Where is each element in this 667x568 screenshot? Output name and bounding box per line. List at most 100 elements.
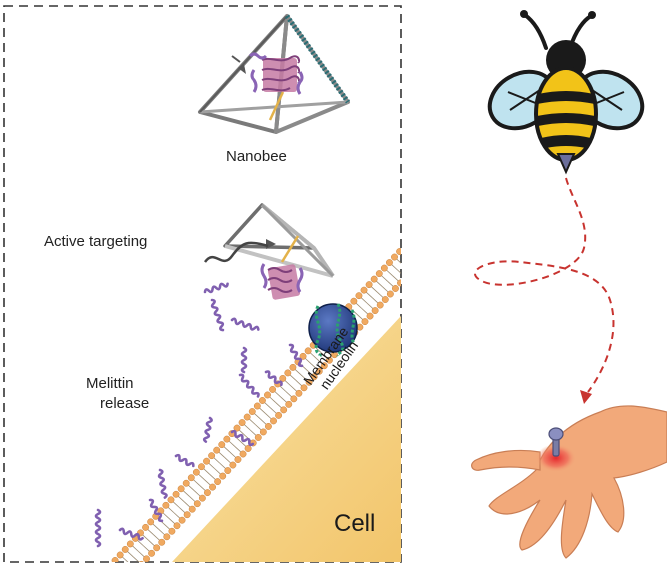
lipid-head xyxy=(325,356,333,364)
lipid-tail xyxy=(153,534,160,541)
lipid-tail xyxy=(163,523,170,530)
lipid-tail xyxy=(259,407,266,414)
lipid-tail xyxy=(366,302,374,309)
lipid-tail xyxy=(167,507,175,514)
melittin-cargo xyxy=(248,52,304,121)
hand-icon xyxy=(471,405,667,559)
lipid-head xyxy=(280,406,288,414)
label-release: release xyxy=(100,395,150,412)
lipid-tail xyxy=(238,429,246,436)
lipid-tail xyxy=(403,264,409,269)
lipid-tail xyxy=(310,363,318,370)
lipid-head xyxy=(203,457,210,465)
lipid-tail xyxy=(289,374,297,381)
label-nanobee: Nanobee xyxy=(226,148,287,165)
melittin-icon xyxy=(148,498,164,523)
lipid-head xyxy=(275,411,283,419)
melittin-icon xyxy=(157,468,168,499)
lipid-tail xyxy=(295,380,303,387)
lipid-tail xyxy=(294,369,302,376)
lipid-head xyxy=(299,352,307,360)
lipid-tail xyxy=(127,551,134,558)
lipid-head xyxy=(371,307,379,315)
lipid-head xyxy=(376,301,384,309)
melittin-icon xyxy=(230,317,260,331)
lipid-tail xyxy=(213,457,220,464)
lipid-tail xyxy=(208,462,215,469)
lipid-head xyxy=(254,434,262,441)
lipid-tail xyxy=(274,391,281,398)
lipid-head xyxy=(350,297,358,305)
lipid-head xyxy=(361,318,369,326)
lipid-tail xyxy=(376,291,384,298)
lipid-tail xyxy=(193,479,200,486)
lipid-head xyxy=(269,386,277,393)
lipid-tail xyxy=(371,297,379,304)
cell-body xyxy=(172,316,401,562)
lipid-tail xyxy=(396,258,401,264)
lipid-tail xyxy=(315,357,323,365)
flight-arrowhead xyxy=(580,390,592,404)
lipid-tail xyxy=(265,413,272,420)
lipid-tail xyxy=(223,446,231,453)
lipid-head xyxy=(320,362,328,370)
lipid-tail xyxy=(275,402,282,409)
lipid-head xyxy=(366,312,374,320)
lipid-tail xyxy=(203,468,210,475)
lipid-tail xyxy=(183,490,190,497)
melittin-icon xyxy=(240,346,248,374)
lipid-head xyxy=(305,378,313,386)
lipid-head xyxy=(178,516,186,524)
lipid-tail xyxy=(310,352,317,359)
lipid-head xyxy=(213,446,221,454)
melittin-icon xyxy=(264,370,283,387)
lipid-head xyxy=(392,285,399,292)
lipid-tail xyxy=(365,291,373,298)
lipid-tail xyxy=(305,369,313,376)
lipid-tail xyxy=(392,275,399,282)
lipid-head xyxy=(264,422,272,430)
lipid-head xyxy=(370,275,378,283)
lipid-tail xyxy=(138,551,145,558)
lipid-head xyxy=(360,286,368,294)
lipid-head xyxy=(315,367,323,375)
lipid-tail xyxy=(244,424,251,431)
lipid-head xyxy=(407,269,413,275)
lipid-tail xyxy=(228,440,236,447)
lipid-tail xyxy=(360,297,368,304)
lipid-head xyxy=(204,489,211,497)
lipid-tail xyxy=(285,391,292,398)
lipid-tail xyxy=(249,418,256,425)
lipid-head xyxy=(163,533,171,541)
lipid-head xyxy=(279,374,287,382)
lipid-tail xyxy=(214,468,221,475)
melittin-icon xyxy=(202,416,213,443)
lipid-head xyxy=(208,452,216,460)
lipid-head xyxy=(300,384,308,392)
lipid-head xyxy=(173,522,181,530)
lipid-head xyxy=(365,281,373,289)
lipid-head xyxy=(253,402,261,410)
lipid-tail xyxy=(152,523,160,530)
lipid-tail xyxy=(304,358,312,365)
lipid-head xyxy=(284,369,292,377)
lipid-head xyxy=(238,419,246,427)
lipid-head xyxy=(209,483,217,491)
lipid-head xyxy=(229,461,237,469)
lipid-head xyxy=(310,373,318,381)
lipid-tail xyxy=(239,440,247,447)
lipid-head xyxy=(380,264,388,272)
lipid-head xyxy=(162,501,170,509)
lipid-tail xyxy=(147,529,154,536)
lipid-tail xyxy=(219,462,226,469)
flight-path xyxy=(474,177,615,393)
melittin-icon xyxy=(230,429,255,447)
bee-icon xyxy=(487,10,645,175)
lipid-head xyxy=(177,485,185,493)
lipid-tail xyxy=(408,259,414,264)
lipid-head xyxy=(385,259,393,267)
lipid-tail xyxy=(397,269,401,274)
lipid-tail xyxy=(218,451,226,458)
lipid-head xyxy=(107,563,113,568)
